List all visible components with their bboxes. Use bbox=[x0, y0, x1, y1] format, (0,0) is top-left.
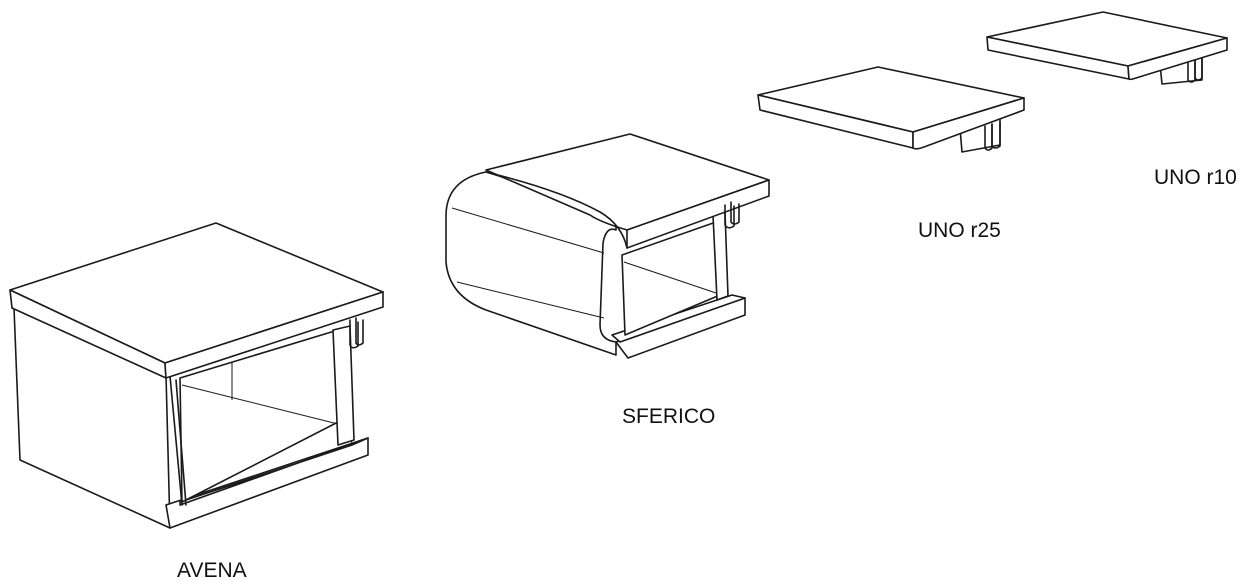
uno-r25-side bbox=[912, 97, 1025, 150]
sferico-bottom-top bbox=[611, 294, 746, 343]
avena-cabinet-drawing bbox=[9, 222, 384, 529]
uno-r10-label: UNO r10 bbox=[1154, 166, 1237, 189]
uno-r25-shelf-drawing bbox=[757, 66, 1025, 153]
sferico-clip bbox=[724, 204, 735, 229]
sferico-label: SFERICO bbox=[622, 405, 715, 428]
avena-clip bbox=[349, 319, 359, 349]
sferico-top-side bbox=[626, 179, 770, 249]
avena-bottom-front bbox=[165, 437, 369, 529]
avena-label: AVENA bbox=[177, 559, 247, 581]
avena-top-side bbox=[164, 291, 384, 379]
sferico-wrap-face bbox=[445, 171, 617, 356]
sferico-cabinet-drawing bbox=[445, 133, 770, 359]
uno-r10-side bbox=[1127, 37, 1228, 81]
uno-r10-shelf-drawing bbox=[986, 11, 1228, 85]
avena-bottom-top bbox=[179, 437, 369, 506]
avena-right-panel bbox=[332, 325, 355, 446]
uno-r25-label: UNO r25 bbox=[918, 219, 1001, 242]
